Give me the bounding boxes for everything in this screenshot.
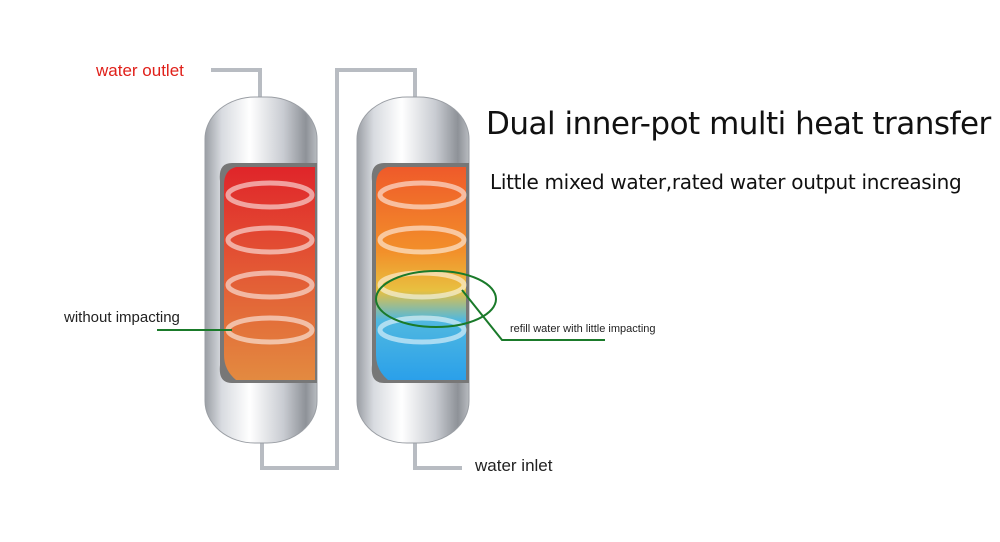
- pipes: [211, 68, 462, 470]
- right-tank: [356, 96, 470, 444]
- water-outlet-label: water outlet: [96, 61, 184, 80]
- diagram-title: Dual inner-pot multi heat transfer: [486, 106, 991, 142]
- refill-line: [461, 289, 605, 341]
- connecting-pipe: [260, 68, 417, 470]
- without-impacting-label: without impacting: [64, 309, 180, 326]
- outlet-pipe: [211, 68, 262, 98]
- inlet-pipe: [413, 442, 462, 470]
- diagram-subtitle: Little mixed water,rated water output in…: [490, 170, 962, 194]
- left-tank: [204, 96, 318, 444]
- water-inlet-label: water inlet: [475, 456, 553, 475]
- callouts: [157, 270, 605, 341]
- refill-label: refill water with little impacting: [510, 323, 656, 335]
- swirl-arrows: [377, 180, 467, 345]
- refill-zone-circle: [375, 270, 497, 328]
